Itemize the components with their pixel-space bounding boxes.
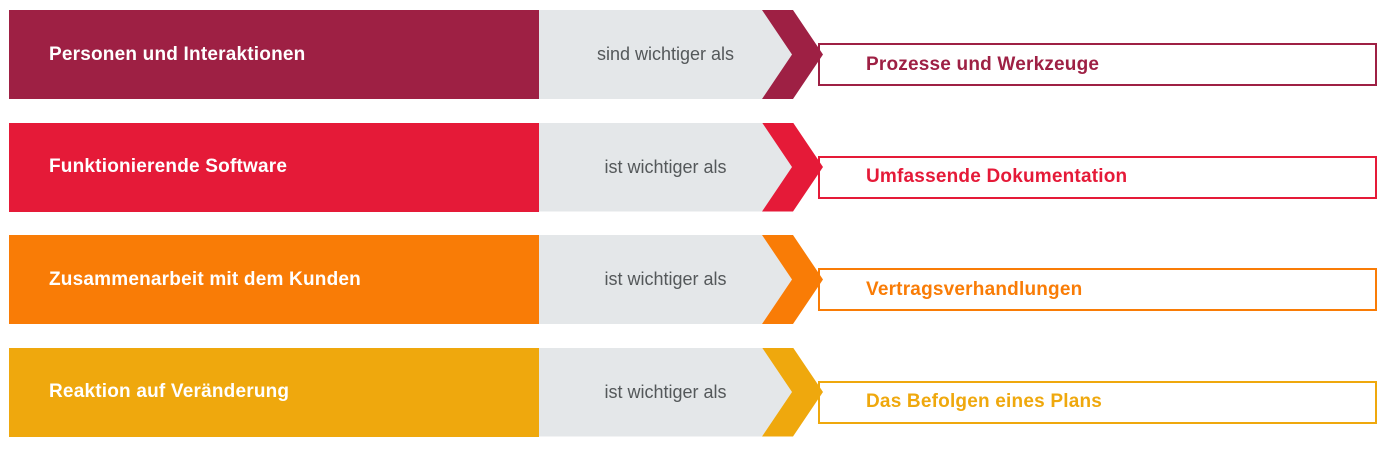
row-reaktion-veraenderung: Reaktion auf Veränderung ist wichtiger a…: [0, 347, 1387, 437]
value-block: Zusammenarbeit mit dem Kunden: [9, 235, 539, 324]
over-label: Umfassende Dokumentation: [866, 166, 1128, 187]
comparator-label: ist wichtiger als: [604, 156, 727, 177]
value-block: Funktionierende Software: [9, 122, 539, 212]
value-label: Funktionierende Software: [49, 156, 288, 177]
comparator-block: ist wichtiger als: [539, 348, 792, 437]
diagram-rows: Personen und Interaktionen sind wichtige…: [0, 10, 1387, 437]
value-label: Zusammenarbeit mit dem Kunden: [49, 268, 361, 290]
row-zusammenarbeit-kunden: Zusammenarbeit mit dem Kunden ist wichti…: [0, 235, 1387, 324]
value-label: Reaktion auf Veränderung: [49, 381, 290, 402]
over-box: Vertragsverhandlungen: [818, 268, 1377, 311]
comparator-label: sind wichtiger als: [596, 44, 735, 64]
row-personen-interaktionen: Personen und Interaktionen sind wichtige…: [0, 10, 1387, 99]
over-label: Vertragsverhandlungen: [866, 278, 1083, 300]
over-box: Prozesse und Werkzeuge: [818, 43, 1377, 86]
comparator-label: ist wichtiger als: [604, 269, 727, 289]
over-label: Das Befolgen eines Plans: [866, 391, 1103, 412]
comparator-block: ist wichtiger als: [539, 235, 792, 324]
over-box: Das Befolgen eines Plans: [818, 380, 1377, 424]
row-funktionierende-software: Funktionierende Software ist wichtiger a…: [0, 122, 1387, 212]
comparator-label: ist wichtiger als: [604, 381, 727, 402]
over-label: Prozesse und Werkzeuge: [866, 53, 1100, 75]
comparator-block: ist wichtiger als: [539, 123, 792, 212]
comparator-block: sind wichtiger als: [539, 10, 792, 99]
value-block: Reaktion auf Veränderung: [9, 347, 539, 437]
over-box: Umfassende Dokumentation: [818, 155, 1377, 199]
value-block: Personen und Interaktionen: [9, 10, 539, 99]
value-label: Personen und Interaktionen: [49, 43, 306, 65]
